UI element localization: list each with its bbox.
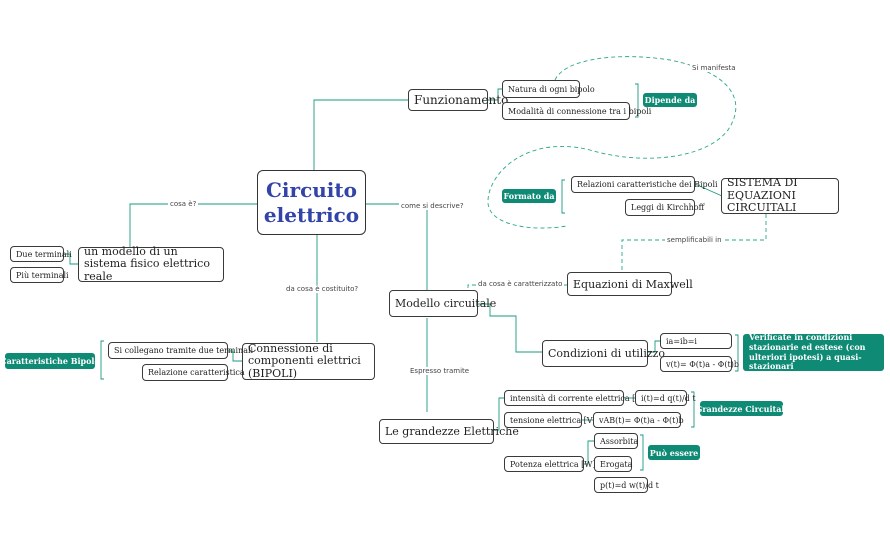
bracket-caratteristiche [100, 340, 104, 380]
node-due-terminali[interactable]: Due terminali [10, 246, 72, 262]
tag-verificate[interactable]: Verificate in condizioni stazionarie ed … [743, 333, 884, 371]
label-come-descrive: come si descrive? [399, 202, 466, 210]
connector-condizioni-children [648, 340, 660, 353]
node-kirchhoff[interactable]: Leggi di Kirchhoff [625, 199, 704, 216]
bracket-formato [561, 179, 565, 214]
tag-puo-essere[interactable]: Può essere [648, 445, 700, 460]
dashed-loop-si-manifesta [487, 56, 737, 229]
node-vt[interactable]: v(t)= Φ(t)a - Φ(t)b [660, 356, 739, 372]
label-costituito: da cosa è costituito? [284, 285, 361, 293]
tag-grandezze-circuitali[interactable]: Grandezze Circuitali [696, 401, 788, 416]
node-modello-sistema[interactable]: un modello di un sistema fisico elettric… [78, 245, 224, 283]
dashed-maxwell-modello [467, 284, 567, 292]
central-node[interactable]: Circuito elettrico [257, 170, 366, 235]
node-si-collegano[interactable]: Si collegano tramite due terminali [108, 342, 253, 359]
tag-caratteristiche-bipolo[interactable]: Caratteristiche Bipolo [0, 353, 100, 369]
node-piu-terminali[interactable]: Più terminali [10, 267, 69, 283]
bracket-puo-essere [640, 434, 644, 471]
node-vab[interactable]: vAB(t)= Φ(t)a - Φ(t)b [593, 412, 684, 428]
node-potenza[interactable]: Potenza elettrica [W] [504, 456, 596, 472]
connector-modello-condizioni [478, 303, 542, 353]
node-intensita[interactable]: intensità di corrente elettrica [A] [504, 390, 644, 406]
node-grandezze[interactable]: Le grandezze Elettriche [379, 419, 519, 444]
connector-funzionamento-children [488, 88, 502, 101]
bracket-dipende [635, 83, 639, 118]
node-relazioni[interactable]: Relazioni caratteristiche dei Bipoli [571, 176, 718, 193]
connector-connessione-children [228, 350, 242, 362]
label-espresso: Espresso tramite [408, 367, 472, 375]
label-caratterizzato: da cosa è caratterizzato [476, 280, 565, 288]
node-sistema[interactable]: SISTEMA DI EQUAZIONI CIRCUITALI [721, 176, 839, 214]
connector-central-funzionamento [313, 99, 408, 170]
label-semplificabili: semplificabili in [665, 236, 724, 244]
connector-modello-sistema-children [64, 253, 78, 265]
connector-to-sistema [694, 183, 723, 197]
node-funzionamento[interactable]: Funzionamento [408, 89, 508, 111]
bracket-grandezze-circuitali [691, 391, 695, 428]
node-assorbita[interactable]: Assorbita [594, 433, 638, 449]
node-ia-ib[interactable]: ia=ib=i [660, 333, 732, 349]
node-maxwell[interactable]: Equazioni di Maxwell [567, 272, 693, 296]
label-si-manifesta: Si manifesta [690, 64, 738, 72]
node-natura[interactable]: Natura di ogni bipolo [502, 80, 595, 98]
tag-dipende-da[interactable]: Dipende da [643, 93, 697, 107]
node-modalita[interactable]: Modalità di connessione tra i bipoli [502, 102, 651, 120]
label-cosa-e: cosa è? [168, 200, 199, 208]
connector-grandezze-children [494, 397, 504, 431]
tag-formato-da[interactable]: Formato da [502, 189, 556, 203]
node-erogata[interactable]: Erogata [594, 456, 632, 472]
node-condizioni[interactable]: Condizioni di utilizzo [542, 340, 665, 367]
connector-potenza-children [584, 440, 594, 465]
node-connessione[interactable]: Connessione di componenti elettrici (BIP… [242, 342, 375, 380]
node-relazione-caratteristica[interactable]: Relazione caratteristica [142, 364, 245, 381]
bracket-verificate [735, 334, 739, 372]
connector-central-modello-circuitale [366, 203, 428, 290]
node-pt[interactable]: p(t)=d w(t)/d t [594, 477, 659, 493]
node-tensione[interactable]: tensione elettrica [V] [504, 412, 596, 428]
node-it[interactable]: i(t)=d q(t)/d t [635, 390, 696, 406]
node-modello-circuitale[interactable]: Modello circuitale [389, 290, 496, 317]
